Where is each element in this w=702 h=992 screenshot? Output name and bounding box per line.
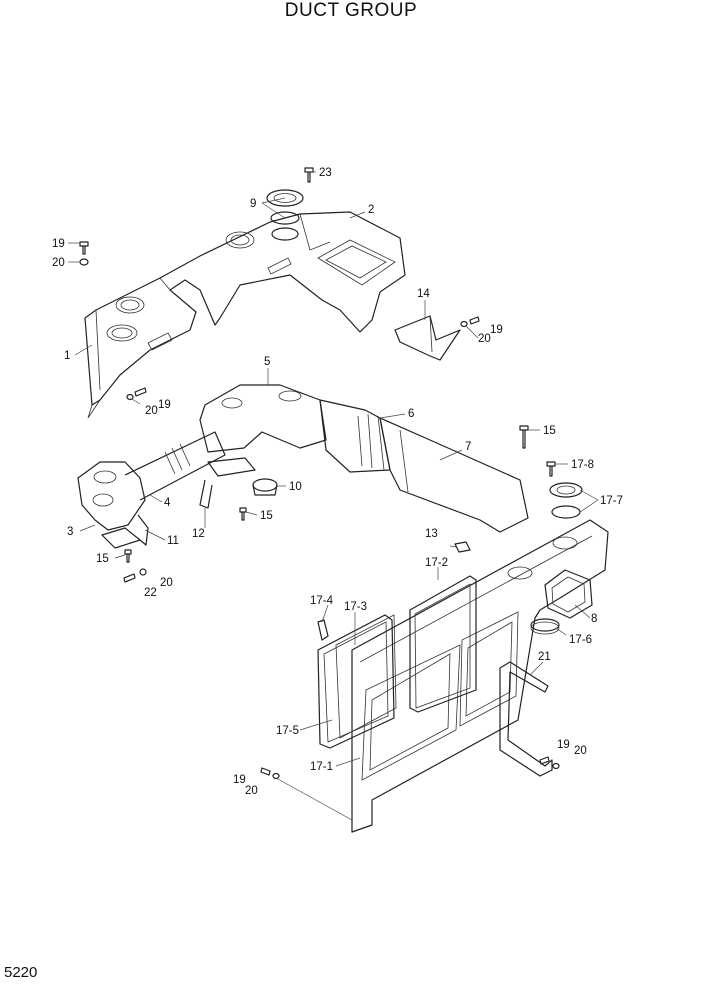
callout-8: 8: [591, 613, 597, 625]
page-number: 5220: [4, 964, 38, 981]
flex-hose-part-4: [124, 431, 226, 501]
bracket-part-12: [199, 457, 256, 509]
callout-10: 10: [289, 481, 302, 493]
clip-part-17-4: [317, 619, 329, 641]
filter-part-17-2: [409, 575, 477, 713]
flex-joint-part-6: [319, 399, 391, 473]
callout-5: 5: [264, 356, 270, 368]
callout-13: 13: [425, 528, 438, 540]
bolt-part-15-center: [239, 507, 247, 521]
handle-part-21: [499, 661, 553, 777]
bolt-washer-lower-left: [260, 767, 280, 780]
callout-12: 12: [192, 528, 205, 540]
callout-20-d: 20: [160, 577, 173, 589]
filter-part-17-3: [317, 614, 395, 749]
callout-19-d: 19: [557, 739, 570, 751]
callout-7: 7: [465, 441, 471, 453]
callout-22: 22: [144, 587, 157, 599]
clamp-part-17-6: [530, 618, 560, 635]
leader-lines: [68, 171, 599, 821]
callout-21: 21: [538, 651, 551, 663]
bolt-part-15-left: [124, 549, 132, 563]
callout-20-f: 20: [245, 785, 258, 797]
filter-cover-part-8: [544, 569, 593, 619]
bolt-part-15-right: [519, 425, 529, 449]
filter-frame-part-17-1: [351, 519, 609, 833]
duct-elbow-part-3: [77, 461, 146, 531]
callout-1: 1: [64, 350, 70, 362]
callout-4: 4: [164, 497, 171, 509]
bolt-washer-left-mid: [126, 387, 147, 401]
callout-20-e: 20: [574, 745, 587, 757]
callout-3: 3: [67, 526, 73, 538]
upper-duct-cover: [84, 211, 406, 419]
callout-15-a: 15: [96, 553, 109, 565]
callout-6: 6: [408, 408, 414, 420]
callout-9: 9: [250, 198, 256, 210]
callout-17-8: 17-8: [571, 459, 594, 471]
bolt-washer-right-14: [460, 316, 480, 328]
bolt-part-23: [304, 167, 314, 183]
bracket-part-11: [101, 514, 149, 549]
callout-17-3: 17-3: [344, 601, 367, 613]
straight-duct-part-7: [379, 417, 529, 533]
callout-2: 2: [368, 204, 374, 216]
filter-part-17-5: [335, 614, 397, 739]
block-part-13: [454, 541, 471, 553]
callout-19-a: 19: [52, 238, 65, 250]
callout-labels: 23 9 2 19 20 1 14 19 20 5 19 20 6 7 15 1…: [52, 167, 623, 797]
callout-15-c: 15: [543, 425, 556, 437]
callout-15-b: 15: [260, 510, 273, 522]
callout-17-1: 17-1: [310, 761, 333, 773]
callout-19-b: 19: [490, 324, 503, 336]
callout-17-5: 17-5: [276, 725, 299, 737]
bolt-part-17-8: [546, 461, 556, 477]
callout-19-c: 19: [158, 399, 171, 411]
callout-17-6: 17-6: [569, 634, 592, 646]
bolt-washer-part-22-20: [123, 568, 147, 583]
callout-20-a: 20: [52, 257, 65, 269]
seal-ring-part-9: [266, 189, 304, 241]
bracket-part-14: [394, 315, 461, 361]
callout-17-4: 17-4: [310, 595, 334, 607]
callout-17-7: 17-7: [600, 495, 623, 507]
diagram-title: DUCT GROUP: [284, 0, 418, 21]
callout-20-c: 20: [145, 405, 158, 417]
callout-17-2: 17-2: [425, 557, 448, 569]
seal-part-17-7: [549, 482, 583, 519]
callout-14: 14: [417, 288, 430, 300]
callout-20-b: 20: [478, 333, 491, 345]
bolt-washer-lower-right: [539, 756, 560, 770]
callout-11: 11: [167, 535, 179, 547]
bolt-washer-left-top: [79, 241, 89, 266]
cap-part-10: [252, 478, 278, 496]
callout-19-e: 19: [233, 774, 246, 786]
duct-section-part-5: [199, 384, 327, 453]
callout-23: 23: [319, 167, 332, 179]
